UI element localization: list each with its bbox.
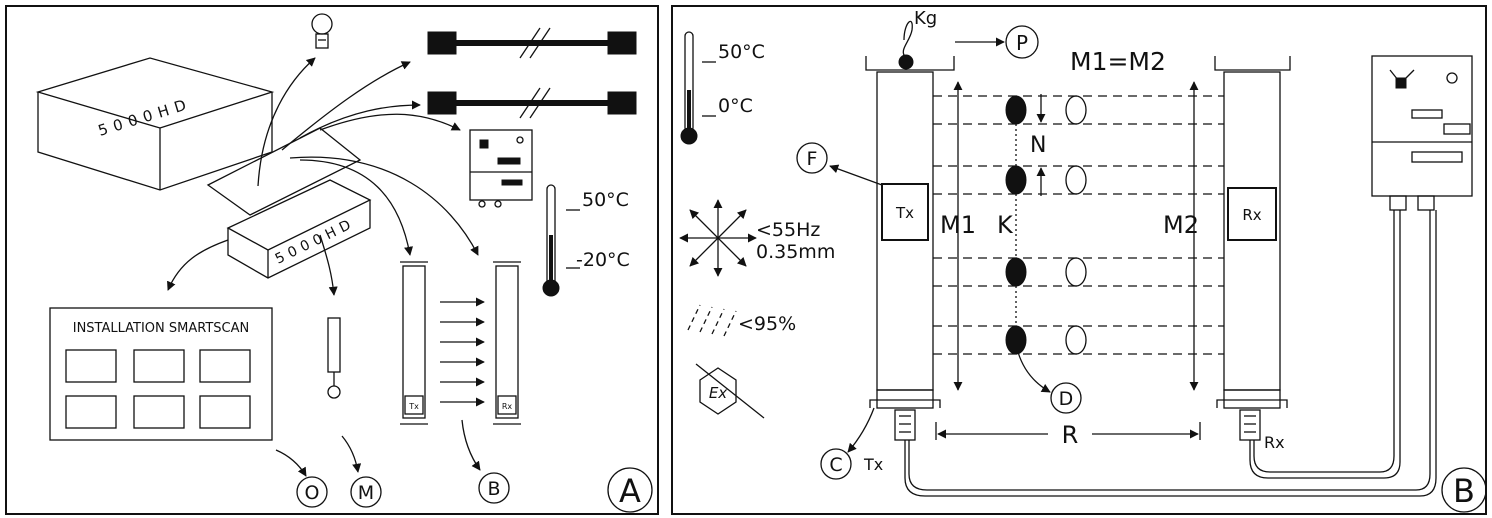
thermo-b-low: 0°C	[718, 95, 753, 117]
vibration-amp: 0.35mm	[756, 241, 835, 263]
rx-small-label: Rx	[502, 402, 513, 411]
tx-box-label: Tx	[895, 204, 914, 222]
panel-a-letter: A	[607, 467, 653, 513]
installation-manual: INSTALLATION SMARTSCAN	[49, 307, 273, 441]
callout-f: F	[796, 142, 828, 174]
weight-hook-icon	[898, 20, 914, 70]
svg-text:M: M	[358, 482, 374, 504]
panel-b-frame	[671, 5, 1487, 515]
humidity-label: <95%	[738, 313, 796, 335]
callout-o: O	[296, 476, 328, 508]
rx-cable-label: Rx	[1264, 433, 1285, 452]
vibration-icon	[679, 199, 757, 277]
k-label: K	[997, 211, 1014, 239]
r-label: R	[1062, 421, 1079, 449]
cable-lower	[427, 87, 637, 119]
callout-p: P	[1005, 25, 1039, 59]
panel-b: 50°C 0°C F <55Hz 0.35mm <95% Ex	[671, 5, 1487, 515]
m2-label: M2	[1163, 211, 1199, 239]
svg-text:B: B	[487, 478, 500, 500]
svg-text:A: A	[619, 472, 641, 510]
kg-label: Kg	[914, 8, 937, 29]
sensor-rx-small: Rx	[493, 261, 521, 425]
svg-text:B: B	[1453, 472, 1475, 510]
tx-cable-label: Tx	[863, 455, 883, 474]
screwdriver-icon	[327, 317, 341, 399]
svg-text:Ex: Ex	[709, 384, 727, 402]
transmitter-bar: Tx	[865, 56, 955, 441]
svg-text:P: P	[1016, 31, 1028, 55]
control-unit-large	[1371, 55, 1473, 211]
panel-b-letter: B	[1441, 467, 1487, 513]
beam-arrows-small	[440, 297, 485, 407]
manual-title: INSTALLATION SMARTSCAN	[73, 321, 250, 336]
thermometer-a-icon	[542, 184, 580, 297]
callout-c: C	[820, 448, 852, 480]
cables-b	[904, 210, 1437, 497]
svg-text:D: D	[1059, 388, 1074, 410]
thermometer-b-icon	[680, 31, 716, 145]
humidity-icon	[687, 304, 737, 337]
callout-m: M	[350, 476, 382, 508]
thermo-a-low: -20°C	[576, 249, 630, 271]
light-beams	[933, 95, 1224, 355]
open-box: 5000HD	[206, 127, 372, 279]
tx-small-label: Tx	[408, 402, 419, 411]
n-label: N	[1030, 133, 1046, 158]
svg-text:F: F	[807, 148, 818, 170]
svg-text:C: C	[829, 454, 842, 476]
vibration-freq: <55Hz	[756, 219, 820, 241]
no-explosive-atmosphere-icon: Ex	[695, 363, 765, 419]
panel-a-frame	[5, 5, 659, 515]
control-unit-small	[469, 129, 533, 208]
thermo-a-high: 50°C	[582, 189, 629, 211]
thermo-b-high: 50°C	[718, 41, 765, 63]
callout-b-a: B	[478, 472, 510, 504]
m1-label: M1	[940, 211, 976, 239]
equation-label: M1=M2	[1070, 47, 1166, 76]
panel-a: 5000HD	[5, 5, 659, 515]
test-rods	[1005, 95, 1087, 355]
rx-box-label: Rx	[1242, 206, 1261, 224]
bulb-icon	[311, 13, 333, 49]
closed-box-label: 5000HD	[96, 94, 194, 140]
callout-d: D	[1050, 382, 1082, 414]
sensor-tx-small: Tx	[400, 261, 428, 425]
receiver-bar: Rx	[1214, 56, 1291, 441]
svg-text:O: O	[305, 482, 320, 504]
cable-upper	[427, 27, 637, 59]
